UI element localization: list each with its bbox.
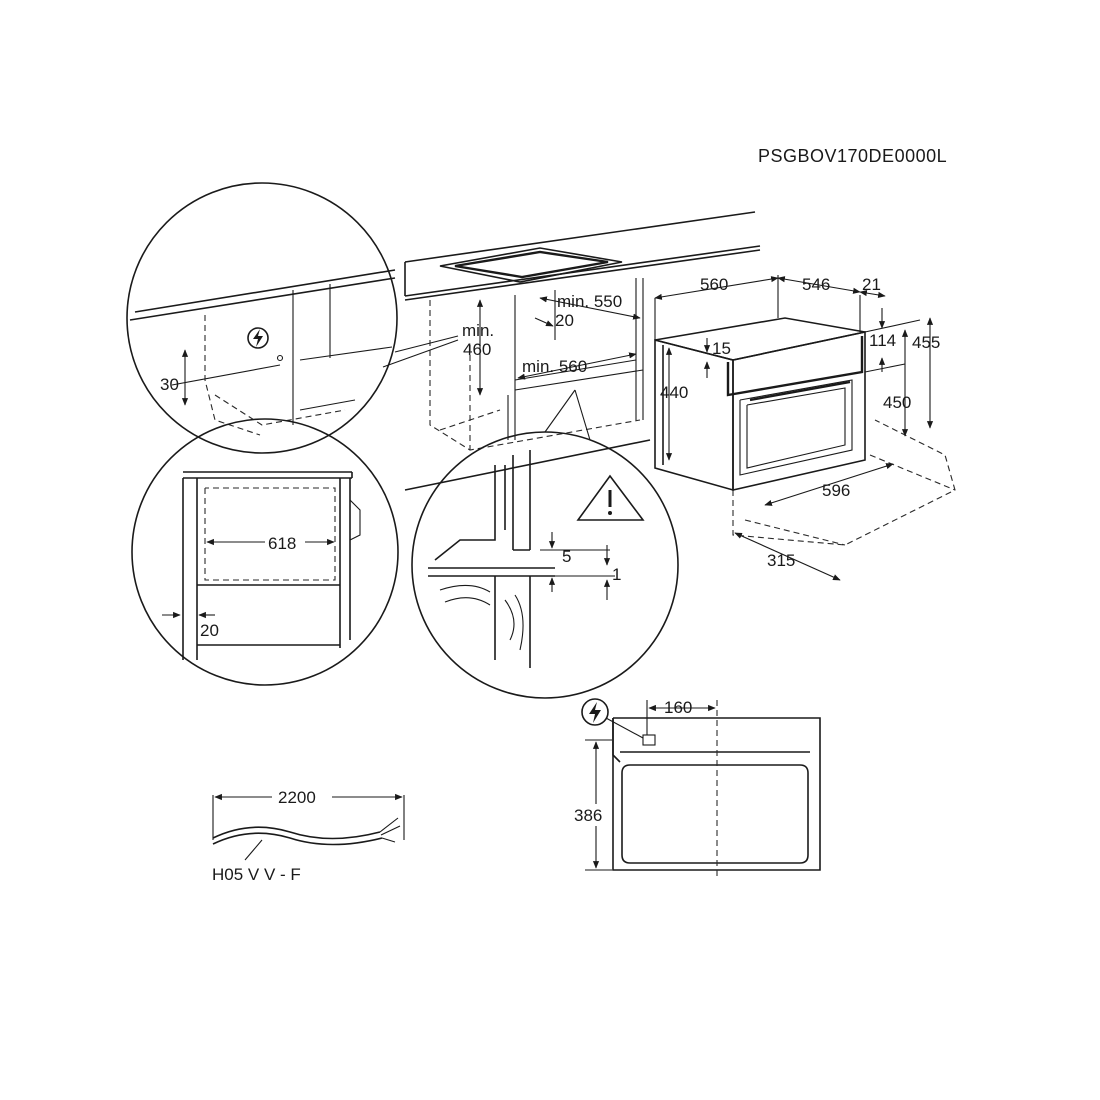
dim-2200-label: 2200 bbox=[278, 788, 316, 807]
dim-455-label: 455 bbox=[912, 333, 940, 352]
hob bbox=[439, 247, 623, 283]
dim-min560-label: min. 560 bbox=[522, 357, 587, 376]
dim-15-label: 15 bbox=[712, 339, 731, 358]
dim-line-315 bbox=[734, 532, 841, 581]
power-cable: 2200 H05 V V - F bbox=[212, 786, 405, 884]
dim-618-label: 618 bbox=[268, 534, 296, 553]
dim-560-label: 560 bbox=[700, 275, 728, 294]
dim-386-label: 386 bbox=[574, 806, 602, 825]
dim-min460-label-b: 460 bbox=[463, 340, 491, 359]
dim-line-596 bbox=[764, 463, 894, 506]
power-socket-icon bbox=[581, 698, 609, 726]
dim-5-label: 5 bbox=[562, 547, 571, 566]
power-socket-icon bbox=[247, 327, 269, 349]
oven-rear-view: 160 386 bbox=[572, 698, 821, 878]
detail-circle-socket: 30 bbox=[126, 182, 459, 454]
dim-596-label: 596 bbox=[822, 481, 850, 500]
dim-min460-label-a: min. bbox=[462, 321, 494, 340]
cable-type-label: H05 V V - F bbox=[212, 865, 301, 884]
dim-114-label: 114 bbox=[869, 331, 896, 350]
warning-triangle-icon bbox=[576, 474, 645, 521]
dim-450-label: 450 bbox=[883, 393, 911, 412]
model-code: PSGBOV170DE0000L bbox=[758, 146, 947, 166]
dim-line-min560 bbox=[517, 352, 637, 380]
dim-30-label: 30 bbox=[160, 375, 179, 394]
dim-20-detail-label: 20 bbox=[200, 621, 219, 640]
dim-1-label: 1 bbox=[612, 565, 621, 584]
dim-546-label: 546 bbox=[802, 275, 830, 294]
oven-perspective: 560 546 21 114 450 455 15 440 596 315 bbox=[654, 275, 956, 581]
dim-315-label: 315 bbox=[767, 551, 795, 570]
dim-440-label: 440 bbox=[660, 383, 688, 402]
detail-circle-width: 618 20 bbox=[131, 418, 399, 686]
dim-line-550 bbox=[539, 296, 641, 320]
dim-160-label: 160 bbox=[664, 698, 692, 717]
dim-20-label: 20 bbox=[555, 311, 574, 330]
dim-min550-label: min. 550 bbox=[557, 292, 622, 311]
dim-21-label: 21 bbox=[862, 275, 881, 294]
detail-circle-section: 5 1 bbox=[411, 389, 679, 699]
